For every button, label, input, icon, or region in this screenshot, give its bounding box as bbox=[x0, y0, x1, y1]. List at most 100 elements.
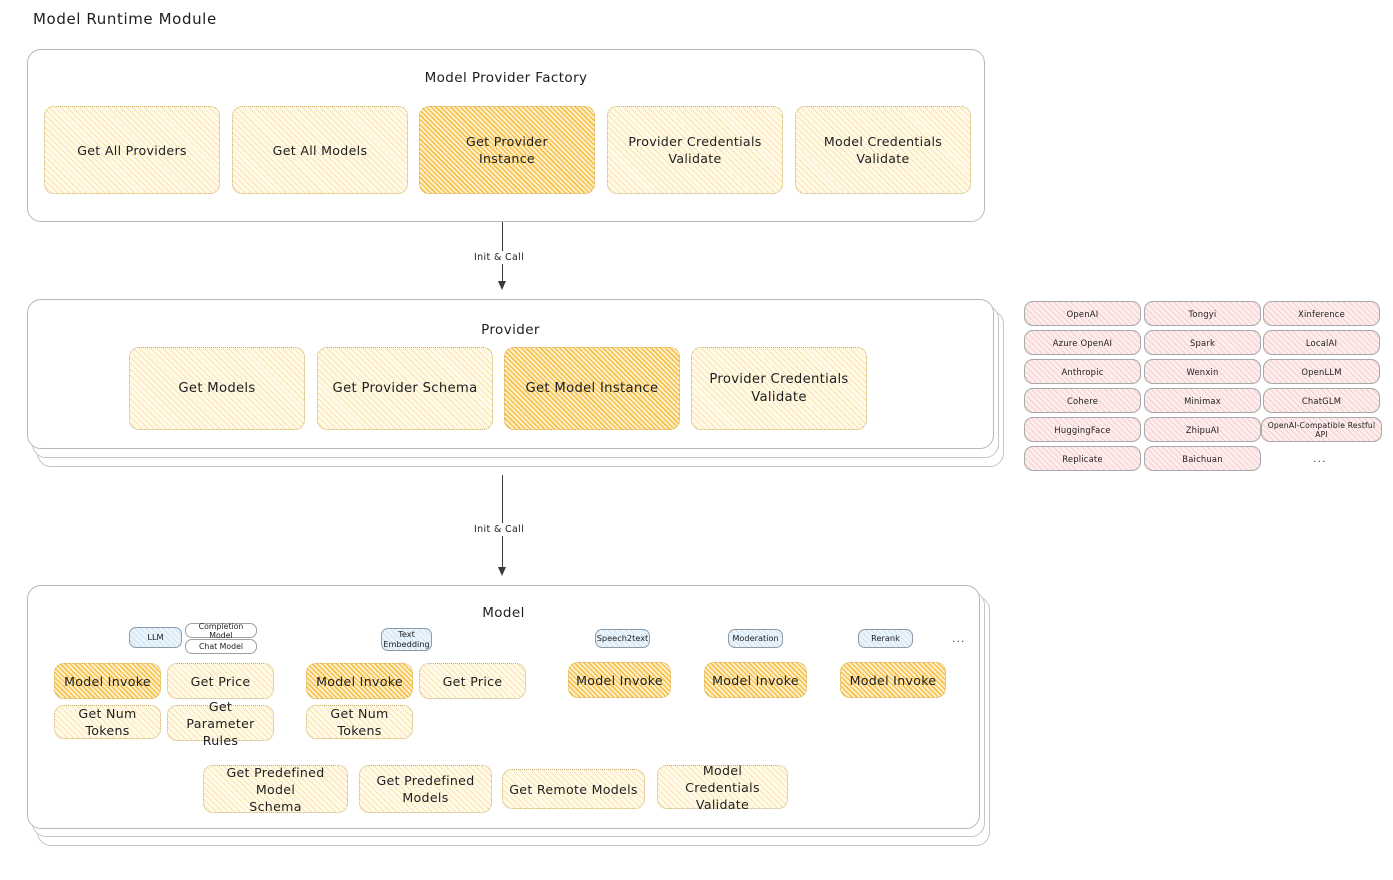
pill-label: Spark bbox=[1189, 337, 1216, 348]
factory-box-model-credentials-validate[interactable]: Model Credentials Validate bbox=[795, 106, 971, 194]
model-title: Model bbox=[482, 605, 525, 621]
box-label: Get Provider Instance bbox=[466, 134, 548, 166]
badge-label: Speech2text bbox=[596, 632, 649, 643]
subbadge-label: Chat Model bbox=[198, 642, 244, 651]
model-text-embedding-box-get-num-tokens[interactable]: Get Num Tokens bbox=[306, 705, 413, 739]
model-llm-box-model-invoke[interactable]: Model Invoke bbox=[54, 663, 161, 699]
pill-label: Cohere bbox=[1066, 395, 1099, 406]
factory-box-get-provider-instance[interactable]: Get Provider Instance bbox=[419, 106, 595, 194]
pill-label: Azure OpenAI bbox=[1052, 337, 1113, 348]
pill-label: Tongyi bbox=[1188, 308, 1217, 319]
box-label: Get Models bbox=[178, 380, 256, 396]
factory-box-get-all-models[interactable]: Get All Models bbox=[232, 106, 408, 194]
box-label: Get Provider Schema bbox=[332, 380, 478, 396]
box-label: Get Predefined Models bbox=[376, 773, 475, 805]
provider-pill-tongyi[interactable]: Tongyi bbox=[1144, 301, 1261, 326]
provider-box-get-provider-schema[interactable]: Get Provider Schema bbox=[317, 347, 493, 430]
model-subbadge-chat-model[interactable]: Chat Model bbox=[185, 639, 257, 654]
box-label: Get Price bbox=[190, 673, 251, 689]
provider-pill-azure-openai[interactable]: Azure OpenAI bbox=[1024, 330, 1141, 355]
pill-label: LocalAI bbox=[1305, 337, 1338, 348]
model-speech2text-box-model-invoke[interactable]: Model Invoke bbox=[568, 662, 671, 698]
model-text-embedding-box-model-invoke[interactable]: Model Invoke bbox=[306, 663, 413, 699]
pill-label: ChatGLM bbox=[1301, 395, 1342, 406]
provider-pill-chatglm[interactable]: ChatGLM bbox=[1263, 388, 1380, 413]
provider-pill-cohere[interactable]: Cohere bbox=[1024, 388, 1141, 413]
box-label: Get All Models bbox=[272, 142, 368, 158]
model-llm-box-get-parameter-rules[interactable]: Get Parameter Rules bbox=[167, 699, 274, 748]
pill-label: OpenLLM bbox=[1301, 366, 1342, 377]
model-subbadge-completion-model[interactable]: Completion Model bbox=[185, 621, 257, 640]
model-rerank-box-model-invoke[interactable]: Model Invoke bbox=[840, 662, 946, 698]
box-label: Get Predefined Model Schema bbox=[226, 764, 325, 814]
subbadge-label: Completion Model bbox=[198, 621, 244, 640]
pill-label: HuggingFace bbox=[1054, 424, 1111, 435]
box-label: Get Price bbox=[442, 673, 503, 689]
provider-title: Provider bbox=[481, 322, 540, 338]
model-text-embedding-box-get-price[interactable]: Get Price bbox=[419, 663, 526, 699]
badge-label: Text Embedding bbox=[383, 628, 430, 649]
box-label: Provider Credentials Validate bbox=[628, 134, 762, 166]
provider-list-more-indicator: ... bbox=[1313, 452, 1327, 465]
box-label: Get All Providers bbox=[77, 142, 187, 158]
box-label: Model Invoke bbox=[316, 673, 403, 689]
provider-pill-wenxin[interactable]: Wenxin bbox=[1144, 359, 1261, 384]
pill-label: Baichuan bbox=[1182, 453, 1223, 464]
box-label: Get Model Instance bbox=[525, 380, 659, 396]
box-label: Get Parameter Rules bbox=[186, 698, 255, 748]
factory-box-provider-credentials-validate[interactable]: Provider Credentials Validate bbox=[607, 106, 783, 194]
model-moderation-box-model-invoke[interactable]: Model Invoke bbox=[704, 662, 807, 698]
provider-box-provider-credentials-validate[interactable]: Provider Credentials Validate bbox=[691, 347, 867, 430]
box-label: Provider Credentials Validate bbox=[709, 371, 849, 405]
box-label: Model Invoke bbox=[64, 673, 151, 689]
provider-pill-openai-compatible-restful-api[interactable]: OpenAI-Compatible Restful API bbox=[1261, 417, 1382, 442]
box-label: Get Remote Models bbox=[509, 781, 638, 797]
page-title: Model Runtime Module bbox=[33, 10, 217, 28]
box-label: Model Invoke bbox=[712, 672, 799, 688]
model-common-box-model-credentials-validate[interactable]: Model Credentials Validate bbox=[657, 763, 788, 812]
model-badge-text-embedding[interactable]: Text Embedding bbox=[381, 628, 432, 651]
pill-label: Xinference bbox=[1298, 308, 1345, 319]
model-common-box-get-predefined-models[interactable]: Get Predefined Models bbox=[359, 765, 492, 813]
provider-pill-anthropic[interactable]: Anthropic bbox=[1024, 359, 1141, 384]
provider-pill-replicate[interactable]: Replicate bbox=[1024, 446, 1141, 471]
provider-pill-openllm[interactable]: OpenLLM bbox=[1263, 359, 1380, 384]
pill-label: Wenxin bbox=[1186, 366, 1219, 377]
model-llm-box-get-price[interactable]: Get Price bbox=[167, 663, 274, 699]
arrow-1-head bbox=[498, 281, 506, 290]
pill-label: ZhipuAI bbox=[1185, 424, 1220, 435]
provider-box-get-models[interactable]: Get Models bbox=[129, 347, 305, 430]
provider-pill-huggingface[interactable]: HuggingFace bbox=[1024, 417, 1141, 442]
pill-label: Minimax bbox=[1184, 395, 1221, 406]
provider-box-get-model-instance[interactable]: Get Model Instance bbox=[504, 347, 680, 430]
pill-label: OpenAI bbox=[1066, 308, 1099, 319]
provider-pill-zhipuai[interactable]: ZhipuAI bbox=[1144, 417, 1261, 442]
factory-box-get-all-providers[interactable]: Get All Providers bbox=[44, 106, 220, 194]
model-badge-speech2text[interactable]: Speech2text bbox=[595, 629, 650, 648]
pill-label: Anthropic bbox=[1061, 366, 1104, 377]
arrow-2-head bbox=[498, 567, 506, 576]
pill-label: OpenAI-Compatible Restful API bbox=[1267, 420, 1376, 439]
factory-title: Model Provider Factory bbox=[424, 70, 588, 86]
badge-label: Moderation bbox=[732, 632, 779, 643]
model-common-box-get-remote-models[interactable]: Get Remote Models bbox=[502, 769, 645, 809]
provider-pill-spark[interactable]: Spark bbox=[1144, 330, 1261, 355]
box-label: Model Invoke bbox=[849, 672, 937, 688]
model-llm-box-get-num-tokens[interactable]: Get Num Tokens bbox=[54, 705, 161, 739]
model-badge-moderation[interactable]: Moderation bbox=[728, 629, 783, 648]
box-label: Get Num Tokens bbox=[330, 706, 389, 738]
badge-label: LLM bbox=[147, 631, 164, 642]
provider-pill-openai[interactable]: OpenAI bbox=[1024, 301, 1141, 326]
model-groups-more-indicator: ... bbox=[952, 632, 966, 645]
model-common-box-get-predefined-model-schema[interactable]: Get Predefined Model Schema bbox=[203, 764, 348, 814]
pill-label: Replicate bbox=[1062, 453, 1103, 464]
provider-pill-xinference[interactable]: Xinference bbox=[1263, 301, 1380, 326]
provider-pill-baichuan[interactable]: Baichuan bbox=[1144, 446, 1261, 471]
provider-pill-minimax[interactable]: Minimax bbox=[1144, 388, 1261, 413]
model-badge-rerank[interactable]: Rerank bbox=[858, 629, 913, 648]
provider-pill-localai[interactable]: LocalAI bbox=[1263, 330, 1380, 355]
box-label: Model Credentials Validate bbox=[685, 762, 760, 812]
model-badge-llm[interactable]: LLM bbox=[129, 627, 182, 648]
box-label: Get Num Tokens bbox=[78, 706, 137, 738]
